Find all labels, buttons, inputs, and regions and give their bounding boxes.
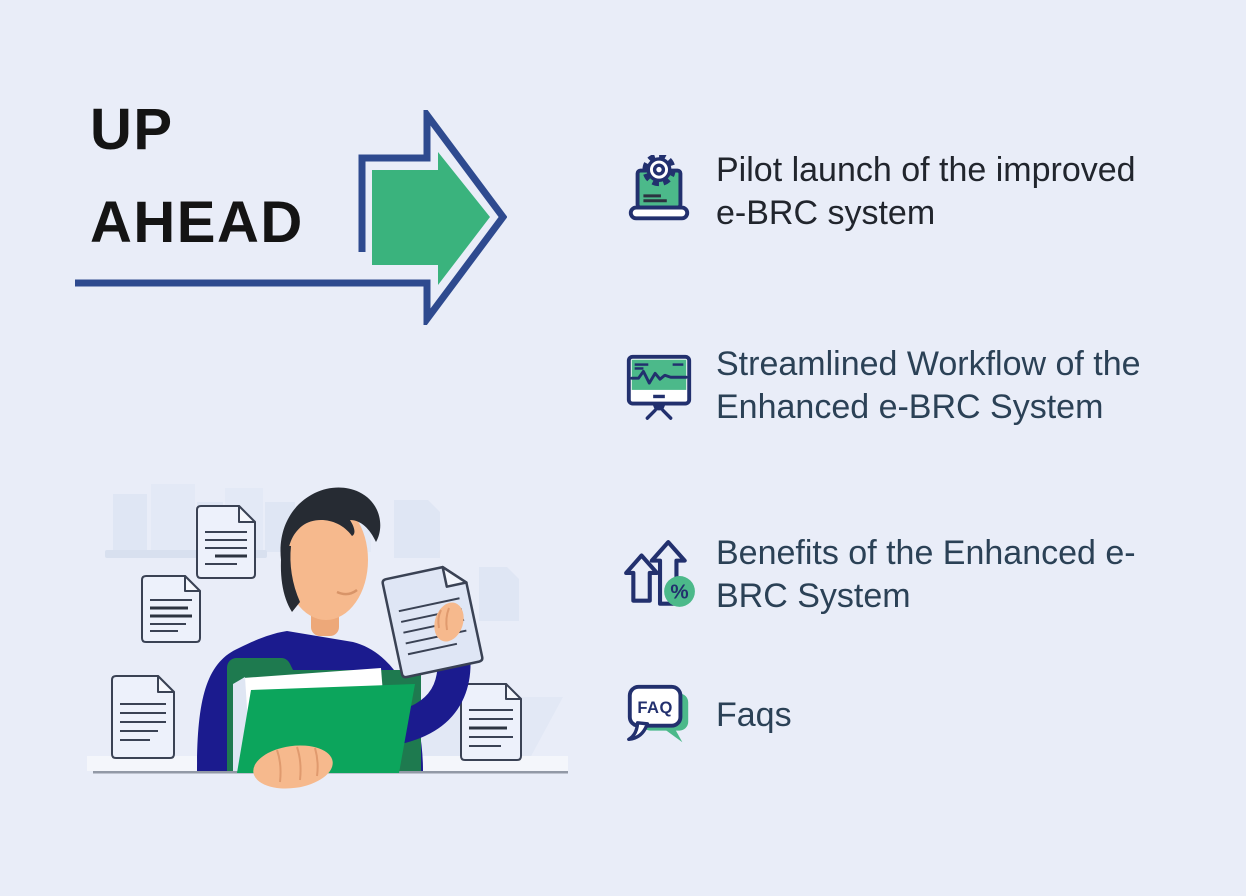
laptop-gear-icon: [628, 155, 690, 221]
percent-circle: [664, 576, 695, 607]
icon-box-2: [616, 349, 702, 423]
list-item-benefits: % Benefits of the Enhanced e-BRC System: [616, 527, 1156, 623]
title-line-1: UP: [90, 97, 174, 162]
title-line-2: AHEAD: [90, 189, 304, 255]
document-icon: [196, 505, 256, 579]
laptop-base: [628, 205, 690, 221]
document-icon: [111, 675, 175, 759]
page-title: UP AHEAD: [90, 84, 304, 270]
gear-icon: [642, 155, 676, 187]
faq-bubble-icon: FAQ: [627, 684, 689, 743]
item-label: Streamlined Workflow of the Enhanced e-B…: [716, 345, 1141, 426]
right-arrow-graphic: [75, 110, 507, 325]
left-hand: [253, 745, 333, 789]
arrow-outline: [75, 110, 507, 325]
held-document: [381, 565, 484, 679]
up-arrow-small: [624, 553, 659, 603]
document-icon: [460, 683, 522, 761]
gear-hole: [652, 163, 666, 176]
list-item-streamlined-workflow: Streamlined Workflow of the Enhanced e-B…: [616, 318, 1154, 454]
pulse-line: [630, 369, 688, 385]
document-icon: [141, 575, 201, 643]
item-label: Benefits of the Enhanced e-BRC System: [716, 534, 1136, 615]
gear-body: [646, 157, 672, 183]
monitor-neck: [652, 403, 666, 411]
ghost-document: [479, 567, 519, 621]
ghost-document: [394, 500, 440, 558]
hair-side: [280, 546, 300, 612]
faq-bubble: [627, 684, 683, 728]
percent-glyph: %: [670, 581, 688, 604]
monitor-legs: [645, 408, 673, 420]
gear-teeth: [642, 155, 676, 187]
list-item-pilot-launch: Pilot launch of the improved e-BRC syste…: [616, 146, 1136, 238]
item-label: Faqs: [716, 695, 792, 734]
arrow-green-fill: [372, 152, 490, 285]
faq-bubble-tail: [627, 721, 650, 742]
icon-box-1: [616, 155, 702, 229]
icon-box-3: %: [616, 536, 702, 614]
monitor-chin-dash: [653, 394, 665, 399]
icon-box-4: FAQ: [616, 678, 702, 752]
person-documents-illustration: [87, 484, 568, 789]
list-item-faqs: FAQ Faqs: [616, 676, 792, 754]
up-arrow-tall: [649, 540, 687, 606]
smile: [336, 588, 358, 596]
monitor-pulse-icon: [626, 354, 692, 420]
item-label: Pilot launch of the improved e-BRC syste…: [716, 151, 1136, 232]
faq-glyph: FAQ: [637, 698, 672, 717]
growth-arrows-icon: %: [624, 540, 695, 607]
right-hand: [434, 602, 464, 642]
hair: [280, 487, 381, 567]
